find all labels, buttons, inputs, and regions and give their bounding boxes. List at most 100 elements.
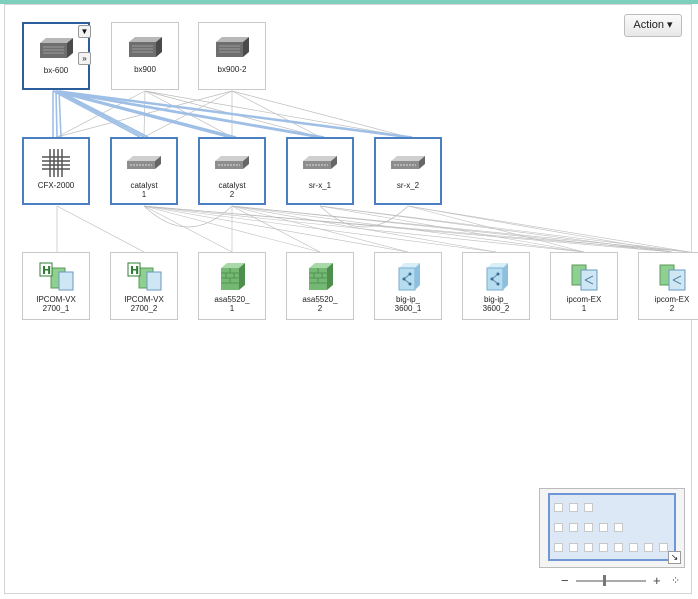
link-line-highlight xyxy=(58,90,237,138)
action-menu-button[interactable]: Action ▾ xyxy=(624,14,682,37)
node-label: CFX-2000 xyxy=(37,181,75,190)
node-label: IPCOM-VX 2700_2 xyxy=(124,295,164,313)
node-expand-button[interactable]: » xyxy=(78,52,91,65)
minimap-node xyxy=(644,543,653,552)
minimap-node xyxy=(584,503,593,512)
load-balancer-icon xyxy=(393,263,423,291)
link-line-highlight xyxy=(55,90,58,138)
node-label: big-ip_ 3600_1 xyxy=(394,295,422,313)
zoom-slider-thumb[interactable] xyxy=(603,575,606,586)
ipcom-ha-icon: H xyxy=(125,262,163,291)
minimap-viewport[interactable] xyxy=(548,493,676,561)
node-ipcom-vx-2700-1[interactable]: H IPCOM-VX 2700_1 xyxy=(22,252,90,320)
link-curve xyxy=(319,205,409,228)
zoom-in-icon[interactable]: + xyxy=(653,573,661,588)
link-line-highlight xyxy=(52,90,229,138)
node-label: ipcom-EX 2 xyxy=(654,295,690,313)
link-line-highlight xyxy=(52,90,141,138)
link-line xyxy=(407,205,585,253)
minimap-node xyxy=(614,543,623,552)
link-line-highlight xyxy=(58,90,149,138)
fit-view-icon[interactable]: ⁘ xyxy=(671,575,681,587)
minimap-node xyxy=(659,543,668,552)
link-line-highlight xyxy=(58,90,413,138)
node-label: sr-x_1 xyxy=(308,181,332,190)
link-line-highlight xyxy=(55,90,145,138)
link-line xyxy=(319,205,585,253)
ipcom-icon xyxy=(655,263,689,291)
node-sr-x-2[interactable]: sr-x_2 xyxy=(374,137,442,205)
link-line-highlight xyxy=(58,90,62,138)
link-line xyxy=(143,205,233,253)
node-label: IPCOM-VX 2700_1 xyxy=(36,295,76,313)
node-label: bx-600 xyxy=(43,66,69,75)
network-switch-icon xyxy=(213,149,251,177)
link-curve xyxy=(143,205,233,228)
node-big-ip-3600-1[interactable]: big-ip_ 3600_1 xyxy=(374,252,442,320)
firewall-icon xyxy=(217,263,247,291)
link-line xyxy=(319,205,691,253)
node-asa5520-1[interactable]: asa5520_ 1 xyxy=(198,252,266,320)
minimap-node xyxy=(569,503,578,512)
node-ipcom-ex-1[interactable]: ipcom-EX 1 xyxy=(550,252,618,320)
ipcom-ha-icon: H xyxy=(37,262,75,291)
minimap-node xyxy=(569,523,578,532)
link-line-highlight xyxy=(58,90,325,138)
server-chassis-icon xyxy=(213,33,251,61)
node-menu-button[interactable]: ▼ xyxy=(78,25,91,38)
node-label: bx900-2 xyxy=(217,65,247,74)
network-switch-icon xyxy=(125,149,163,177)
top-accent-bar xyxy=(0,0,698,4)
link-line xyxy=(56,205,145,253)
node-sr-x-1[interactable]: sr-x_1 xyxy=(286,137,354,205)
link-line xyxy=(231,90,321,138)
node-label: catalyst 1 xyxy=(130,181,158,199)
node-catalyst-2[interactable]: catalyst 2 xyxy=(198,137,266,205)
node-label: asa5520_ 1 xyxy=(214,295,250,313)
minimap-node xyxy=(554,543,563,552)
node-label: ipcom-EX 1 xyxy=(566,295,602,313)
node-label: catalyst 2 xyxy=(218,181,246,199)
minimap-node xyxy=(629,543,638,552)
svg-text:H: H xyxy=(130,264,139,277)
network-switch-icon xyxy=(389,149,427,177)
node-label: asa5520_ 2 xyxy=(302,295,338,313)
node-bx900-2[interactable]: bx900-2 xyxy=(198,22,266,90)
node-ipcom-ex-2[interactable]: ipcom-EX 2 xyxy=(638,252,698,320)
server-chassis-icon xyxy=(126,33,164,61)
minimap-node xyxy=(599,543,608,552)
node-bx900[interactable]: bx900 xyxy=(111,22,179,90)
node-label: sr-x_2 xyxy=(396,181,420,190)
fabric-grid-icon xyxy=(41,149,71,177)
node-catalyst-1[interactable]: catalyst 1 xyxy=(110,137,178,205)
node-label: bx900 xyxy=(134,65,156,74)
minimap-node xyxy=(614,523,623,532)
minimap-node xyxy=(554,503,563,512)
zoom-out-icon[interactable]: − xyxy=(561,573,569,588)
server-chassis-icon xyxy=(37,34,75,62)
link-line xyxy=(231,205,409,253)
node-big-ip-3600-2[interactable]: big-ip_ 3600_2 xyxy=(462,252,530,320)
node-label: big-ip_ 3600_2 xyxy=(482,295,510,313)
link-line xyxy=(231,205,497,253)
firewall-icon xyxy=(305,263,335,291)
ipcom-icon xyxy=(567,263,601,291)
minimap[interactable]: ↘ xyxy=(539,488,685,568)
minimap-expand-icon[interactable]: ↘ xyxy=(668,551,681,564)
minimap-node xyxy=(584,523,593,532)
svg-text:H: H xyxy=(42,264,51,277)
link-line xyxy=(407,205,673,253)
link-line xyxy=(407,205,691,253)
node-cfx-2000[interactable]: CFX-2000 xyxy=(22,137,90,205)
zoom-slider-track[interactable] xyxy=(576,580,646,582)
node-asa5520-2[interactable]: asa5520_ 2 xyxy=(286,252,354,320)
link-line xyxy=(231,90,409,138)
node-ipcom-vx-2700-2[interactable]: H IPCOM-VX 2700_2 xyxy=(110,252,178,320)
network-switch-icon xyxy=(301,149,339,177)
load-balancer-icon xyxy=(481,263,511,291)
minimap-node xyxy=(599,523,608,532)
minimap-node xyxy=(554,523,563,532)
link-line xyxy=(231,205,585,253)
minimap-node xyxy=(584,543,593,552)
